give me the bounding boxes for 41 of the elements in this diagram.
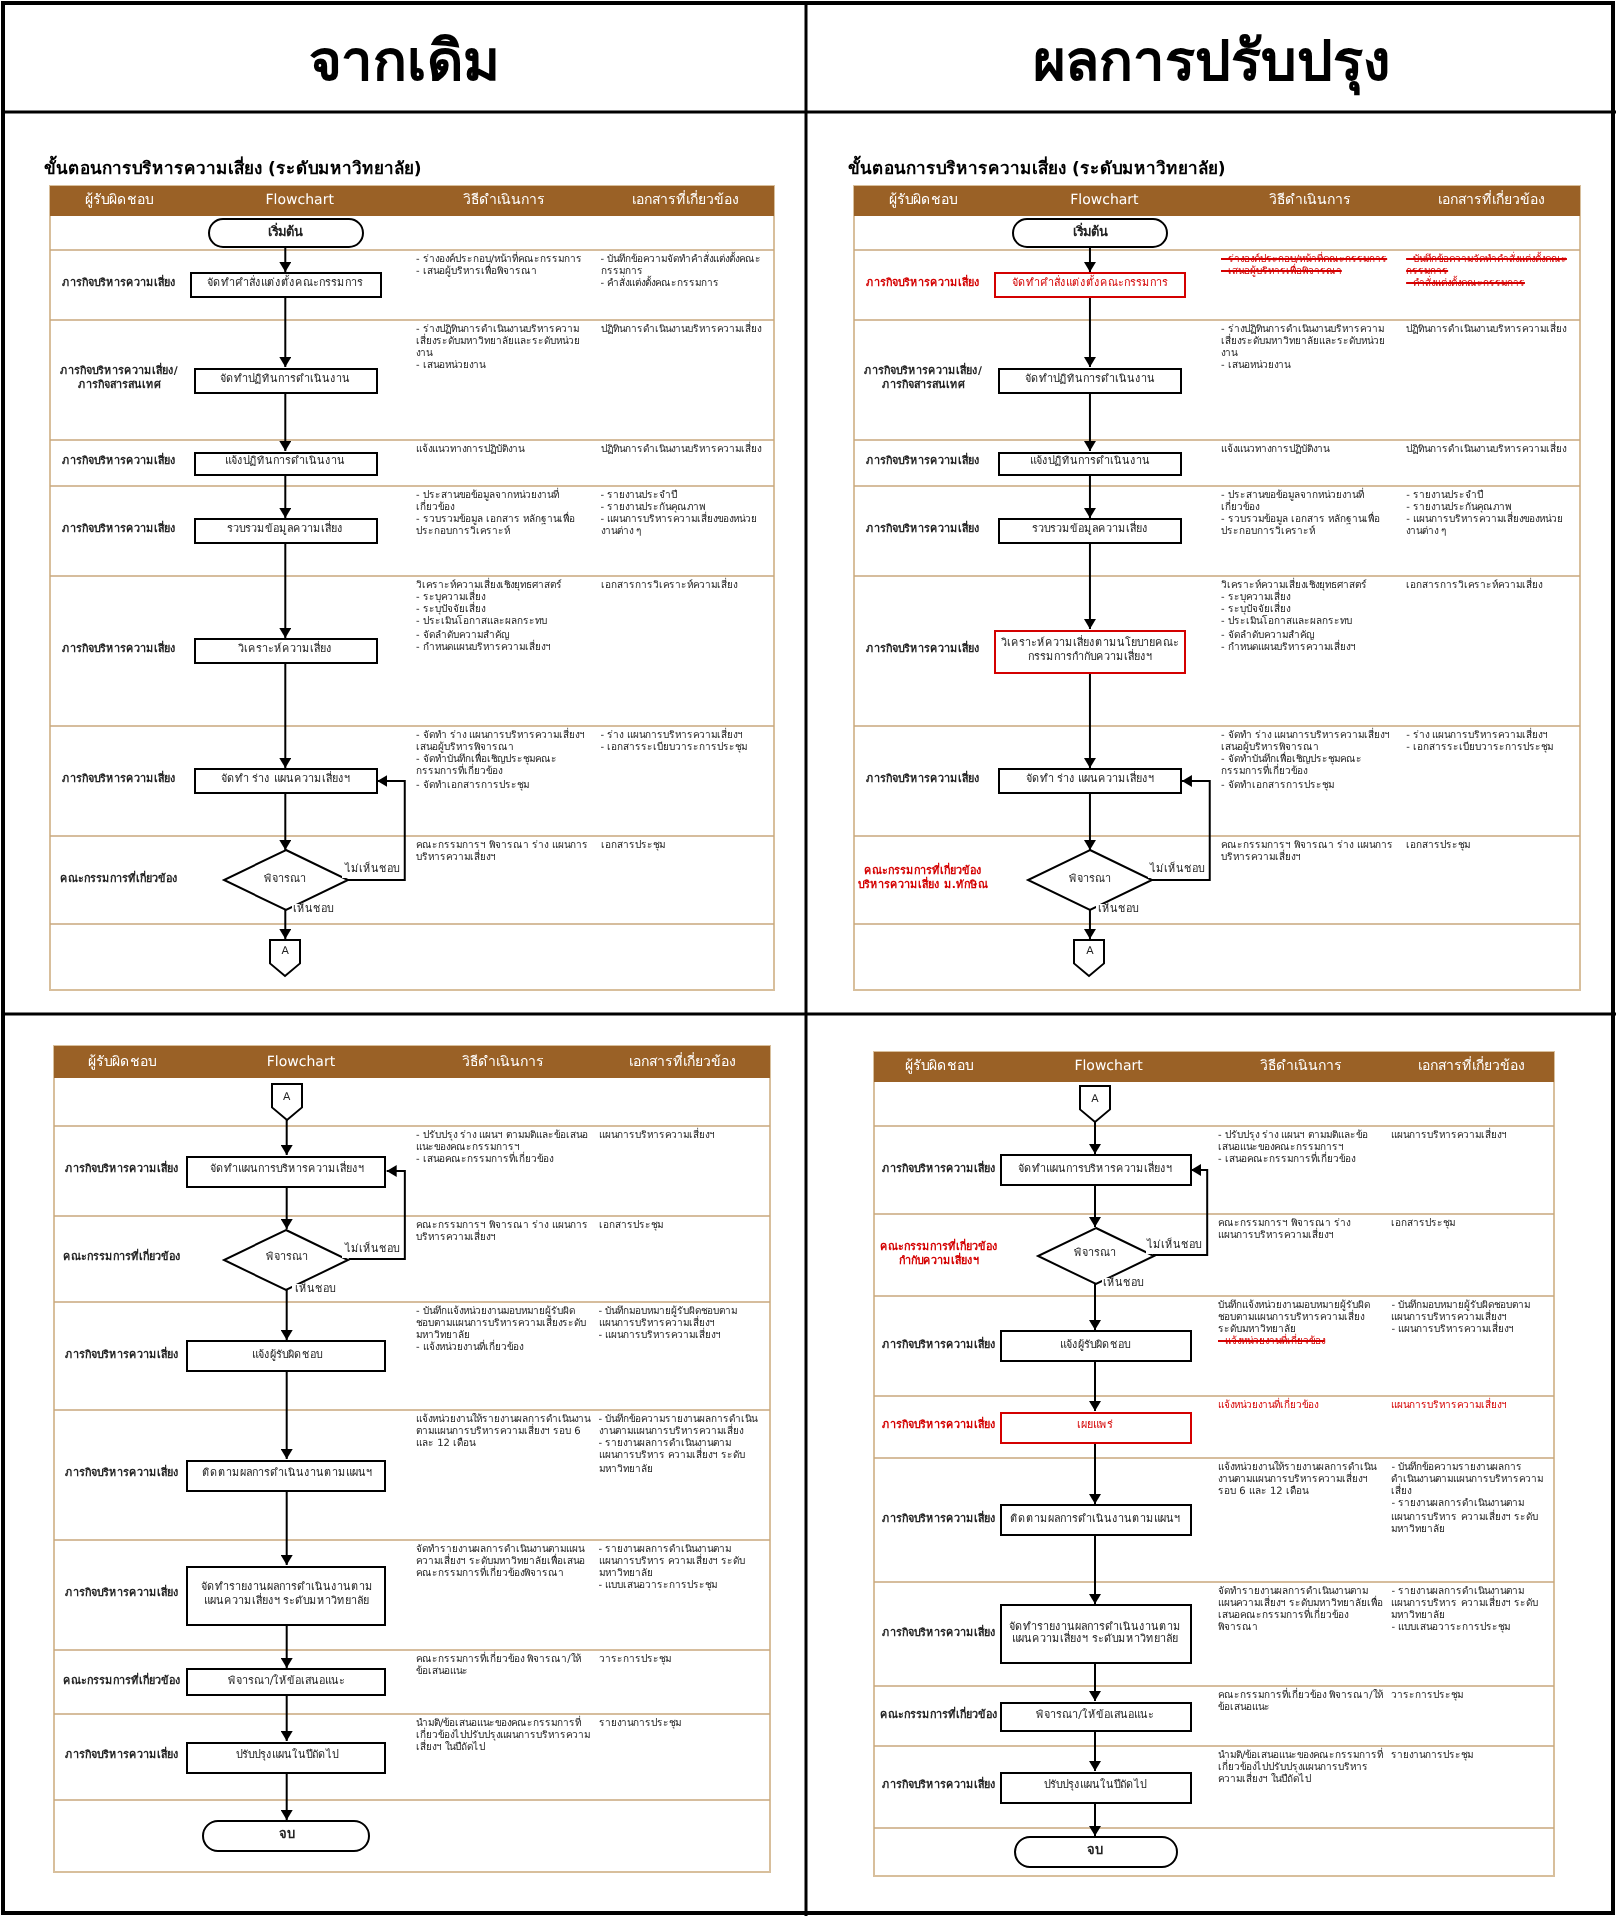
flow-arrow xyxy=(279,247,292,273)
flow-arrow xyxy=(1089,1282,1101,1331)
flow-arrow xyxy=(1089,1802,1101,1837)
flow-arrow xyxy=(1089,1663,1101,1702)
flow-arrow xyxy=(347,1165,406,1260)
flow-arrow xyxy=(1083,793,1096,851)
flow-arrow xyxy=(279,793,292,851)
flow-arrow xyxy=(1083,474,1096,519)
flow-arrow xyxy=(1150,775,1211,881)
flow-arrow xyxy=(1089,1121,1101,1155)
flow-arrow xyxy=(1089,1442,1101,1505)
flow-arrow xyxy=(280,1695,293,1742)
flow-arrow xyxy=(1083,297,1096,368)
flow-arrow xyxy=(346,775,406,881)
flow-arrow xyxy=(280,1371,293,1460)
flow-arrow xyxy=(1089,1730,1101,1772)
flow-arrow xyxy=(1083,543,1096,630)
flow-arrow xyxy=(280,1119,293,1156)
flow-arrow xyxy=(279,543,292,639)
flow-arrow xyxy=(1152,1164,1209,1256)
flow-arrow xyxy=(1083,247,1096,273)
flow-arrow xyxy=(279,392,292,452)
flow-arrow xyxy=(280,1624,293,1669)
flow-arrow xyxy=(1089,1535,1101,1605)
flow-arrow xyxy=(280,1772,293,1821)
flow-arrow xyxy=(1089,1361,1101,1412)
table-title: ขั้นตอนการบริหารความเสี่ยง (ระดับมหาวิทยาลัย) xyxy=(848,154,1226,182)
table-title: ขั้นตอนการบริหารความเสี่ยง (ระดับมหาวิทยาลัย) xyxy=(44,154,422,182)
flow-arrow xyxy=(280,1490,293,1566)
flow-arrow xyxy=(279,663,292,769)
comparison-heading: ผลการปรับปรุง xyxy=(1031,26,1393,100)
flow-arrow xyxy=(280,1288,293,1341)
flow-arrow xyxy=(280,1186,293,1230)
flow-arrow xyxy=(1083,392,1096,452)
flow-arrow xyxy=(1083,672,1096,769)
flow-arrow xyxy=(279,297,292,368)
flow-arrow xyxy=(1083,909,1096,940)
flow-arrow xyxy=(1089,1185,1101,1228)
comparison-heading: จากเดิม xyxy=(307,26,501,98)
flow-arrow xyxy=(279,474,292,519)
flow-arrow xyxy=(279,909,292,940)
